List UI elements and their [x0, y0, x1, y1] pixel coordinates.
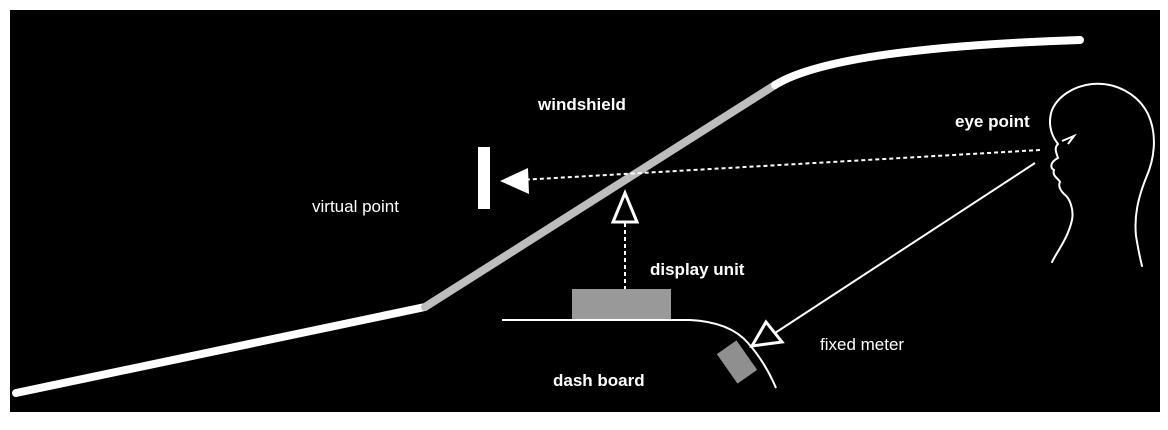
virtual-point-label: virtual point [312, 197, 399, 216]
dash-board-label: dash board [553, 371, 645, 390]
fixed-meter-arrowhead [749, 319, 785, 348]
display-unit-arrowhead [610, 189, 640, 224]
eye-icon [1061, 133, 1077, 145]
windshield [12, 36, 1084, 397]
virtual-point-marker [478, 147, 490, 209]
windshield-lower-segment [12, 303, 429, 397]
windshield-label: windshield [537, 95, 626, 114]
windshield-roof-segment [771, 36, 1084, 89]
fixed-meter-box [716, 340, 758, 384]
diagram-background [10, 10, 1160, 412]
fixed-meter-label: fixed meter [820, 335, 904, 354]
eye-point-label: eye point [955, 112, 1030, 131]
virtual-point-arrowhead [500, 168, 529, 194]
display-unit-label: display unit [650, 260, 745, 279]
windshield-glass-segment [421, 81, 779, 311]
display-unit-box [572, 289, 671, 319]
head-outline [1049, 82, 1155, 267]
eye-to-virtual-line [519, 149, 1041, 181]
dash-board-outline [502, 319, 777, 389]
eye-to-meter-line [774, 162, 1036, 334]
